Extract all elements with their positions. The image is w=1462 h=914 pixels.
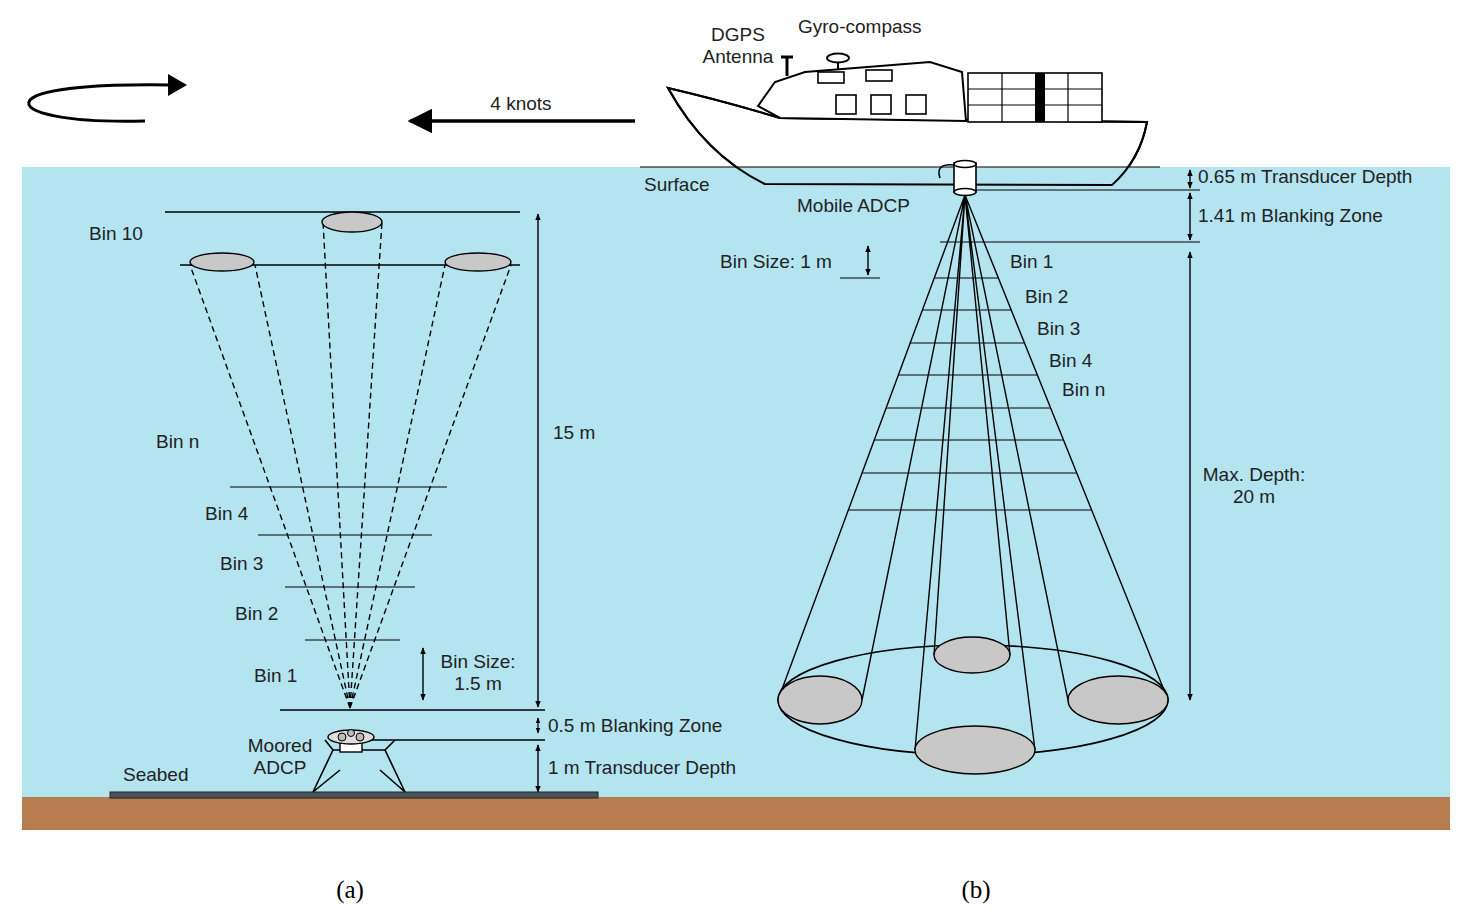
label: Bin n bbox=[156, 431, 199, 453]
transducer bbox=[338, 733, 346, 741]
label: Bin 2 bbox=[1025, 286, 1068, 308]
bin-line bbox=[910, 343, 1024, 344]
window bbox=[866, 70, 892, 81]
dimension-arrow bbox=[537, 214, 538, 707]
label: Mobile ADCP bbox=[797, 195, 910, 217]
label: Bin 4 bbox=[205, 503, 248, 525]
mobile-adcp bbox=[954, 189, 976, 196]
beam-spot bbox=[322, 212, 382, 232]
label: 4 knots bbox=[490, 93, 551, 115]
label: Max. Depth: 20 m bbox=[1194, 464, 1314, 508]
beam-spot bbox=[1068, 676, 1168, 724]
dimension-line bbox=[280, 710, 545, 740]
seabed-plate bbox=[110, 792, 598, 798]
dimension-arrow bbox=[537, 718, 538, 733]
label: Bin 3 bbox=[220, 553, 263, 575]
window bbox=[836, 95, 856, 114]
label: Bin Size: 1 m bbox=[720, 251, 832, 273]
bin-line bbox=[922, 310, 1011, 311]
label: 0.65 m Transducer Depth bbox=[1198, 166, 1412, 188]
water bbox=[22, 167, 1450, 799]
seabed-ground bbox=[22, 797, 1450, 830]
bin-line bbox=[848, 510, 1091, 511]
dgps-antenna bbox=[786, 58, 789, 76]
label: Seabed bbox=[123, 764, 189, 786]
bin-line bbox=[898, 375, 1037, 376]
beam-spot bbox=[778, 676, 862, 724]
mobile-adcp bbox=[954, 161, 976, 168]
bin-line bbox=[934, 278, 998, 279]
label: Bin Size: 1.5 m bbox=[431, 651, 526, 695]
label: 0.5 m Blanking Zone bbox=[548, 715, 722, 737]
rotation-arrow-head bbox=[168, 74, 187, 96]
bin-line bbox=[886, 408, 1050, 409]
cable bbox=[939, 165, 954, 178]
label: 15 m bbox=[553, 422, 595, 444]
bin-lines bbox=[848, 278, 1091, 510]
dimension-arrow bbox=[537, 745, 538, 792]
transducer bbox=[356, 733, 364, 741]
panel-label: (b) bbox=[961, 876, 990, 905]
window bbox=[871, 95, 891, 114]
dimension-arrow bbox=[867, 246, 868, 275]
label: Moored ADCP bbox=[233, 735, 328, 779]
label: Bin 2 bbox=[235, 603, 278, 625]
container-stripe bbox=[1035, 73, 1045, 122]
label: Surface bbox=[644, 174, 709, 196]
label: DGPS Antenna bbox=[698, 24, 778, 68]
dimension-arrow bbox=[1189, 193, 1190, 240]
window bbox=[906, 95, 926, 114]
dimension-arrow bbox=[1189, 170, 1190, 188]
window bbox=[818, 72, 844, 83]
gyro-compass bbox=[827, 54, 849, 63]
dimension-arrow bbox=[1189, 252, 1190, 700]
label: Bin 4 bbox=[1049, 350, 1092, 372]
bin-line bbox=[862, 473, 1077, 474]
label: 1.41 m Blanking Zone bbox=[1198, 205, 1383, 227]
label: Bin n bbox=[1062, 379, 1105, 401]
dimension-arrow bbox=[422, 648, 423, 700]
label: Bin 10 bbox=[89, 223, 143, 245]
rotation-arrow bbox=[29, 85, 172, 121]
acoustic-beam bbox=[190, 222, 511, 708]
transducer bbox=[348, 730, 355, 737]
label: Bin 1 bbox=[1010, 251, 1053, 273]
mooring-frame bbox=[313, 740, 405, 792]
dgps-antenna bbox=[781, 56, 793, 59]
label: Bin 3 bbox=[1037, 318, 1080, 340]
label: Bin 1 bbox=[254, 665, 297, 687]
direction-arrow bbox=[410, 119, 635, 123]
container-stack bbox=[968, 73, 1102, 122]
beam-spot bbox=[934, 637, 1010, 673]
beam-spot bbox=[915, 726, 1035, 774]
acoustic-beam bbox=[778, 195, 1168, 750]
beam-spot bbox=[190, 253, 254, 271]
boat-cabin bbox=[758, 62, 966, 121]
moored-adcp bbox=[328, 730, 374, 744]
beam-spot bbox=[445, 253, 511, 271]
container-grid bbox=[968, 73, 1102, 122]
label: Gyro-compass bbox=[798, 16, 922, 38]
surface-line bbox=[640, 166, 1160, 167]
panel-label: (a) bbox=[336, 876, 364, 905]
bin-line bbox=[874, 440, 1063, 441]
label: 1 m Transducer Depth bbox=[548, 757, 736, 779]
